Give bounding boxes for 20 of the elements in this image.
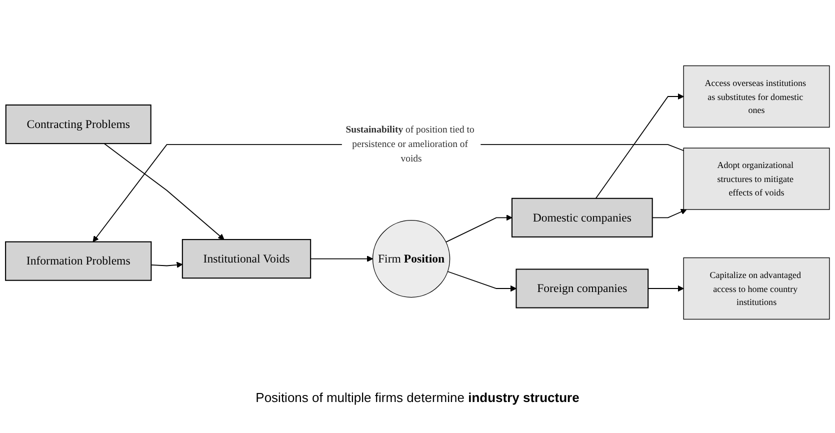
node-box: Foreign companies — [516, 268, 649, 308]
arrow — [92, 144, 684, 242]
node-box: Adopt organizational structures to mitigate effects of voids — [683, 148, 830, 210]
arrow — [445, 214, 512, 242]
node-box: Domestic companies — [511, 198, 653, 238]
arrow — [652, 208, 687, 218]
arrow — [104, 143, 224, 240]
edge-label: Sustainability of position tied to persistence or amelioration of voids — [346, 124, 474, 164]
arrow — [150, 262, 183, 268]
node-box: Contracting Problems — [5, 104, 152, 144]
arrow — [648, 285, 684, 292]
node-box: Information Problems — [5, 241, 152, 281]
node-box: Capitalize on advantaged access to home country institutions — [683, 257, 830, 320]
arrow — [310, 256, 374, 262]
arrow — [447, 271, 517, 292]
node-circle: Firm Position — [372, 220, 450, 298]
note-text: Positions of multiple firms determine industry structure — [256, 390, 580, 405]
arrow — [595, 93, 684, 199]
node-box: Access overseas institutions as substitutes for domestic ones — [683, 65, 830, 128]
node-box: Institutional Voids — [182, 239, 312, 279]
